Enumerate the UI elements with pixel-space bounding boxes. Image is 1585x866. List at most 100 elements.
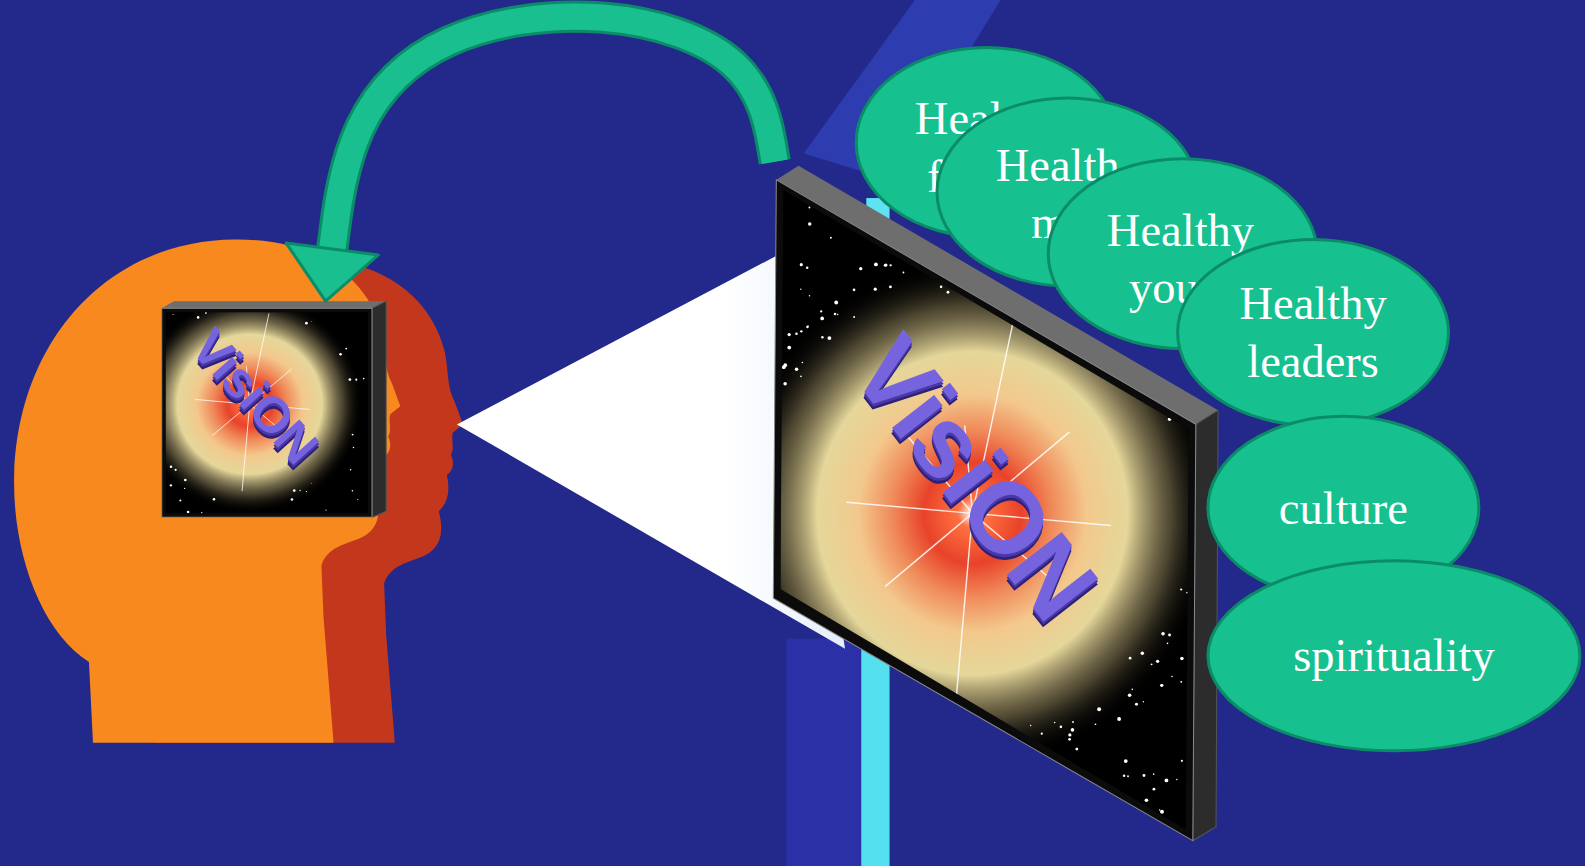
star-dot (306, 491, 307, 492)
star-dot (350, 469, 352, 471)
star-dot (820, 310, 822, 312)
star-dot (293, 489, 296, 492)
star-dot (806, 326, 809, 329)
star-dot (834, 313, 837, 316)
star-dot (201, 512, 202, 513)
star-dot (783, 363, 787, 367)
star-dot (947, 291, 950, 294)
star-dot (1186, 592, 1188, 594)
star-dot (903, 272, 905, 274)
star-dot (853, 316, 855, 318)
star-dot (187, 511, 190, 514)
star-dot (1041, 733, 1043, 735)
star-dot (357, 499, 358, 500)
star-dot (345, 348, 347, 350)
star-dot (179, 499, 181, 501)
star-dot (1171, 676, 1173, 678)
star-dot (802, 362, 804, 364)
star-dot (349, 378, 352, 381)
star-dot (170, 466, 173, 469)
goal-label: culture (1279, 479, 1408, 537)
star-dot (859, 267, 862, 270)
star-dot (1054, 722, 1056, 724)
star-dot (1161, 632, 1165, 636)
star-dot (821, 336, 823, 338)
star-dot (808, 206, 810, 208)
star-dot (1160, 684, 1163, 687)
goal-ellipse: spirituality (1206, 559, 1582, 753)
star-dot (310, 482, 312, 484)
star-dot (1097, 707, 1101, 711)
star-dot (1168, 418, 1171, 421)
star-dot (205, 312, 207, 314)
star-dot (352, 434, 354, 436)
screen-top-edge (162, 301, 386, 308)
star-dot (1168, 634, 1171, 637)
star-dot (889, 264, 891, 266)
star-dot (339, 353, 342, 356)
star-dot (1180, 588, 1182, 590)
star-dot (1030, 725, 1031, 726)
star-dot (1176, 779, 1177, 780)
star-dot (1165, 779, 1169, 783)
star-dot (1180, 681, 1182, 683)
star-dot (363, 378, 365, 380)
star-dot (1095, 723, 1097, 725)
star-dot (1072, 721, 1074, 723)
screen-glow (136, 295, 362, 513)
star-dot (1124, 759, 1128, 763)
star-dot (1123, 774, 1125, 776)
star-dot (1143, 774, 1146, 777)
star-dot (1117, 717, 1121, 721)
star-dot (1156, 660, 1159, 663)
star-dot (1145, 798, 1149, 802)
star-dot (299, 490, 300, 491)
goal-ellipse-shape (1208, 561, 1580, 751)
vision-screen: VisiON (162, 301, 386, 517)
star-dot (170, 484, 172, 486)
star-dot (1141, 652, 1144, 655)
star-dot (795, 332, 798, 335)
star-dot (795, 368, 799, 372)
star-dot (820, 317, 824, 321)
star-dot (783, 382, 787, 386)
node-outline (1176, 237, 1451, 427)
star-dot (1181, 760, 1183, 762)
star-dot (353, 447, 355, 449)
star-dot (940, 286, 943, 289)
star-dot (1153, 788, 1156, 791)
star-dot (800, 263, 803, 266)
star-dot (184, 488, 185, 489)
screen-side-edge (1193, 410, 1218, 840)
star-dot (1159, 809, 1160, 810)
star-dot (884, 264, 886, 266)
goal-label: spirituality (1293, 627, 1494, 685)
stand-post (786, 639, 861, 866)
star-dot (1075, 748, 1078, 751)
star-dot (355, 379, 357, 381)
star-dot (1060, 726, 1063, 729)
star-dot (1160, 810, 1164, 814)
star-dot (1132, 689, 1134, 691)
star-dot (874, 263, 878, 267)
screen-art (136, 295, 386, 517)
star-dot (1143, 701, 1144, 702)
arrow-shaft (332, 17, 775, 249)
star-dot (1167, 643, 1169, 645)
star-dot (213, 498, 216, 501)
star-dot (800, 289, 801, 290)
screen-side-edge (372, 301, 386, 517)
star-dot (1071, 728, 1075, 732)
star-dot (174, 469, 176, 471)
star-dot (1129, 657, 1132, 660)
star-dot (184, 479, 187, 482)
goal-ellipse: Healthy leaders (1176, 237, 1451, 427)
star-dot (1068, 738, 1071, 741)
star-dot (834, 301, 838, 305)
star-dot (311, 321, 313, 323)
star-dot (325, 510, 326, 511)
